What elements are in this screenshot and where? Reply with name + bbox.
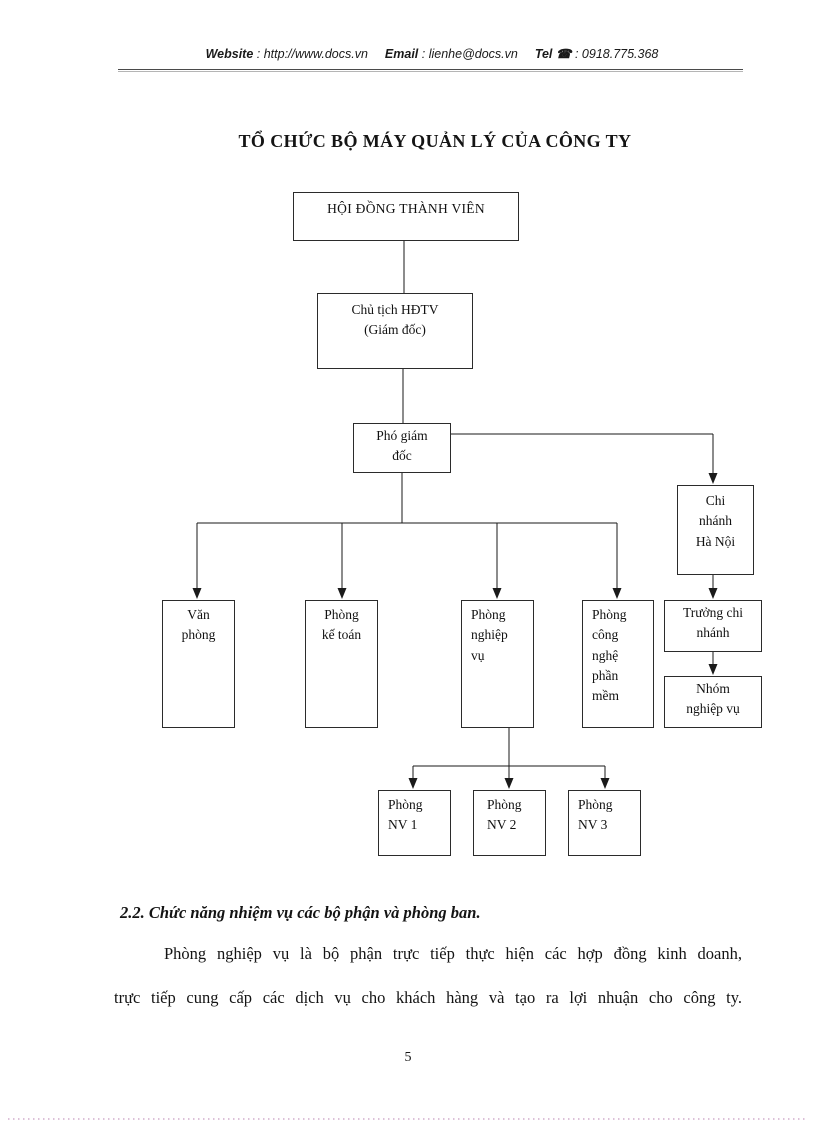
- paragraph-line-2: trực tiếp cung cấp các dịch vụ cho khách…: [114, 988, 742, 1007]
- header-tel-value: : 0918.775.368: [574, 47, 659, 61]
- paragraph-line-1: Phòng nghiệp vụ là bộ phận trực tiếp thự…: [164, 944, 742, 963]
- header-divider: [118, 69, 743, 72]
- org-node-truong-chi-nhanh: Trưởng chi nhánh: [664, 600, 762, 652]
- page-title: TỔ CHỨC BỘ MÁY QUẢN LÝ CỦA CÔNG TY: [238, 131, 632, 151]
- header-email-label: Email: [384, 47, 419, 61]
- org-node-phong-nv-3: Phòng NV 3: [568, 790, 641, 856]
- org-node-phong-nghiep-vu: Phòng nghiệp vụ: [461, 600, 534, 728]
- footer-dotted-divider: [8, 1118, 808, 1120]
- phone-icon: ☎: [555, 47, 572, 61]
- org-node-van-phong: Văn phòng: [162, 600, 235, 728]
- org-node-hoi-dong-thanh-vien: HỘI ĐỒNG THÀNH VIÊN: [293, 192, 519, 241]
- org-node-pho-giam-doc: Phó giám đốc: [353, 423, 451, 473]
- org-node-chi-nhanh-ha-noi: Chi nhánh Hà Nội: [677, 485, 754, 575]
- header-website-value: : http://www.docs.vn: [256, 47, 368, 61]
- header-email-value: : lienhe@docs.vn: [421, 47, 518, 61]
- section-heading: 2.2. Chức năng nhiệm vụ các bộ phận và p…: [120, 903, 481, 922]
- org-node-phong-nv-1: Phòng NV 1: [378, 790, 451, 856]
- org-node-nhom-nghiep-vu: Nhóm nghiệp vụ: [664, 676, 762, 728]
- org-node-chu-tich-hdtv: Chủ tịch HĐTV (Giám đốc): [317, 293, 473, 369]
- org-node-phong-nv-2: Phòng NV 2: [473, 790, 546, 856]
- org-node-phong-cong-nghe-phan-mem: Phòng công nghệ phần mềm: [582, 600, 654, 728]
- header-website-label: Website: [205, 47, 254, 61]
- org-node-phong-ke-toan: Phòng kế toán: [305, 600, 378, 728]
- arrowheads: [192, 473, 718, 789]
- page-number: 5: [404, 1050, 412, 1065]
- header-tel-label: Tel: [534, 47, 553, 61]
- page-header: Website : http://www.docs.vn Email : lie…: [120, 46, 744, 61]
